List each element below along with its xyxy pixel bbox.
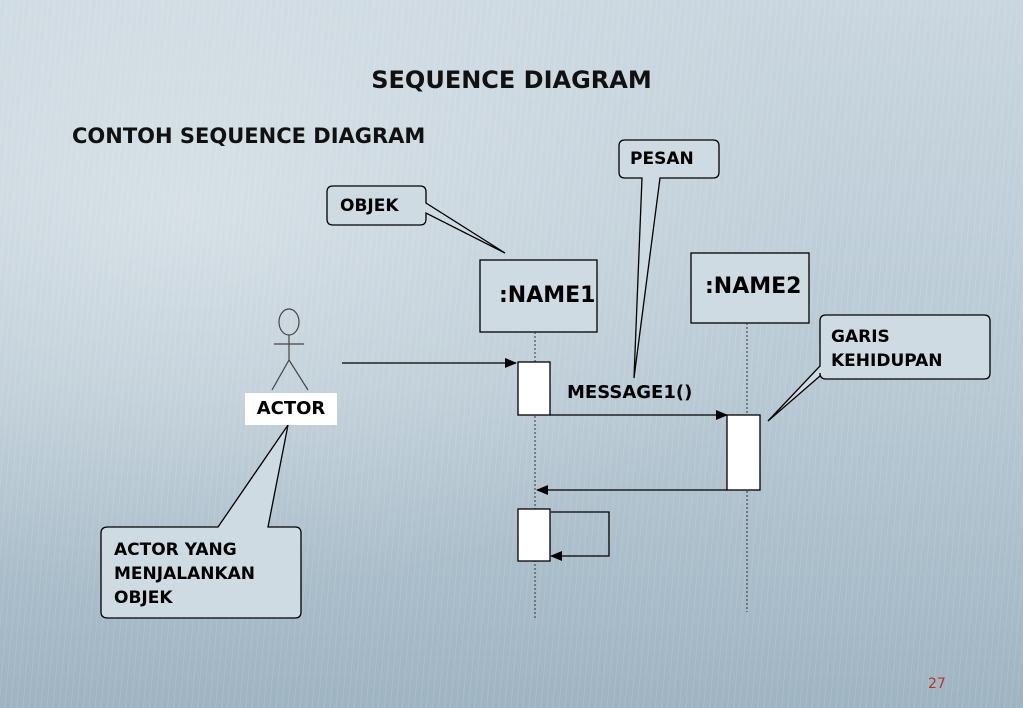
callout-actor-label-line1: ACTOR YANG: [114, 540, 237, 560]
object-box-name1: [479, 259, 598, 333]
slide-title: SEQUENCE DIAGRAM: [371, 66, 652, 94]
callout-pesan-label: PESAN: [630, 149, 694, 169]
object-box-name2: [690, 252, 810, 324]
callout-objek-box: [326, 185, 506, 254]
message-arrow-self-call: [550, 511, 610, 561]
callout-actor-label-line2: MENJALANKAN: [114, 564, 256, 584]
callout-pesan-box: [618, 139, 720, 379]
callout-actor-box: [100, 424, 302, 619]
activation-bar-name1-second: [517, 508, 551, 562]
callout-actor-label-line3: OBJEK: [114, 588, 173, 608]
activation-bar-name2: [726, 414, 761, 491]
slide-subtitle: CONTOH SEQUENCE DIAGRAM: [72, 124, 426, 148]
activation-bar-name1-first: [517, 361, 551, 416]
page-number: 27: [928, 676, 946, 692]
object-name2-label: :NAME2: [705, 274, 802, 299]
actor-label: ACTOR: [245, 393, 337, 425]
callout-garis-label-line2: KEHIDUPAN: [831, 351, 943, 371]
callout-objek-label: OBJEK: [340, 196, 399, 216]
message1-label: MESSAGE1(): [567, 382, 693, 403]
actor-stick-figure: [271, 308, 309, 391]
callout-garis-label-line1: GARIS: [831, 327, 890, 347]
callout-garis-box: [767, 314, 991, 422]
object-name1-label: :NAME1: [499, 283, 596, 308]
